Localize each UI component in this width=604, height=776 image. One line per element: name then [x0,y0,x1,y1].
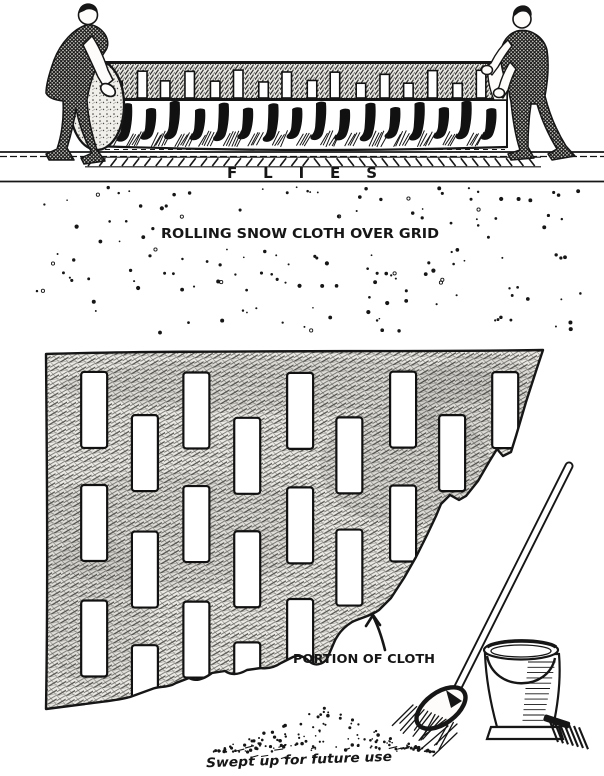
top-caption: ROLLING SNOW CLOTH OVER GRID [161,227,439,242]
flies-label: FLIES [227,164,377,182]
broom-bristles [391,704,458,757]
left-worker-hair [78,3,98,14]
bucket-handle [485,655,557,685]
grid-hatch-ticks [87,157,536,167]
cloth-label: PORTION OF CLOTH [293,651,435,666]
falling-snow [35,185,582,335]
right-worker-hair [512,5,532,17]
roller-cloth-slots [116,100,497,142]
left-worker-figure [45,3,117,165]
snow-pile [212,706,436,760]
left-worker-hand [99,82,117,98]
right-worker-hand [480,64,494,76]
snow-cloth-roller [68,58,508,152]
snow-cloth-sheet [44,348,545,711]
right-worker-arm-upper [484,39,513,76]
hand-brush [543,714,589,750]
right-worker-figure [480,5,576,161]
cloth-pointer-arrow [364,613,387,652]
broom [391,461,574,757]
swept-note: Swept up for future use [206,750,393,771]
right-worker-hand [492,87,506,99]
roller-tabs [111,69,487,99]
